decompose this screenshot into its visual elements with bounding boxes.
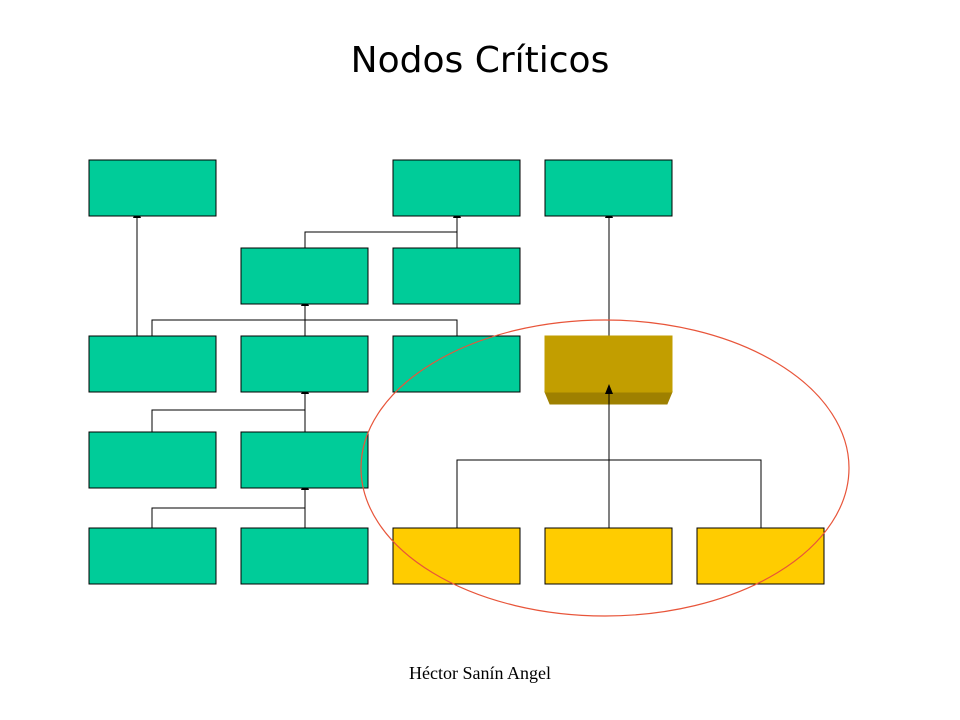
node-box bbox=[392, 159, 521, 217]
node-box bbox=[88, 335, 217, 393]
connector-line bbox=[304, 231, 458, 248]
connector-line bbox=[151, 409, 305, 432]
node-box bbox=[240, 431, 369, 489]
critical-node-box bbox=[392, 527, 521, 585]
critical-highlight-ellipse bbox=[360, 319, 850, 617]
node-box bbox=[240, 527, 369, 585]
critical-node-box bbox=[544, 335, 673, 393]
node-box bbox=[544, 159, 673, 217]
critical-node-box bbox=[696, 527, 825, 585]
node-box bbox=[88, 527, 217, 585]
node-box bbox=[88, 159, 217, 217]
page-title: Nodos Críticos bbox=[350, 40, 610, 81]
node-box bbox=[88, 431, 217, 489]
node-box bbox=[240, 335, 369, 393]
node-box bbox=[240, 247, 369, 305]
critical-node-box bbox=[544, 527, 673, 585]
author-footer: Héctor Sanín Angel bbox=[409, 663, 551, 683]
connector-line bbox=[151, 507, 305, 528]
node-box bbox=[392, 247, 521, 305]
node-box bbox=[392, 335, 521, 393]
